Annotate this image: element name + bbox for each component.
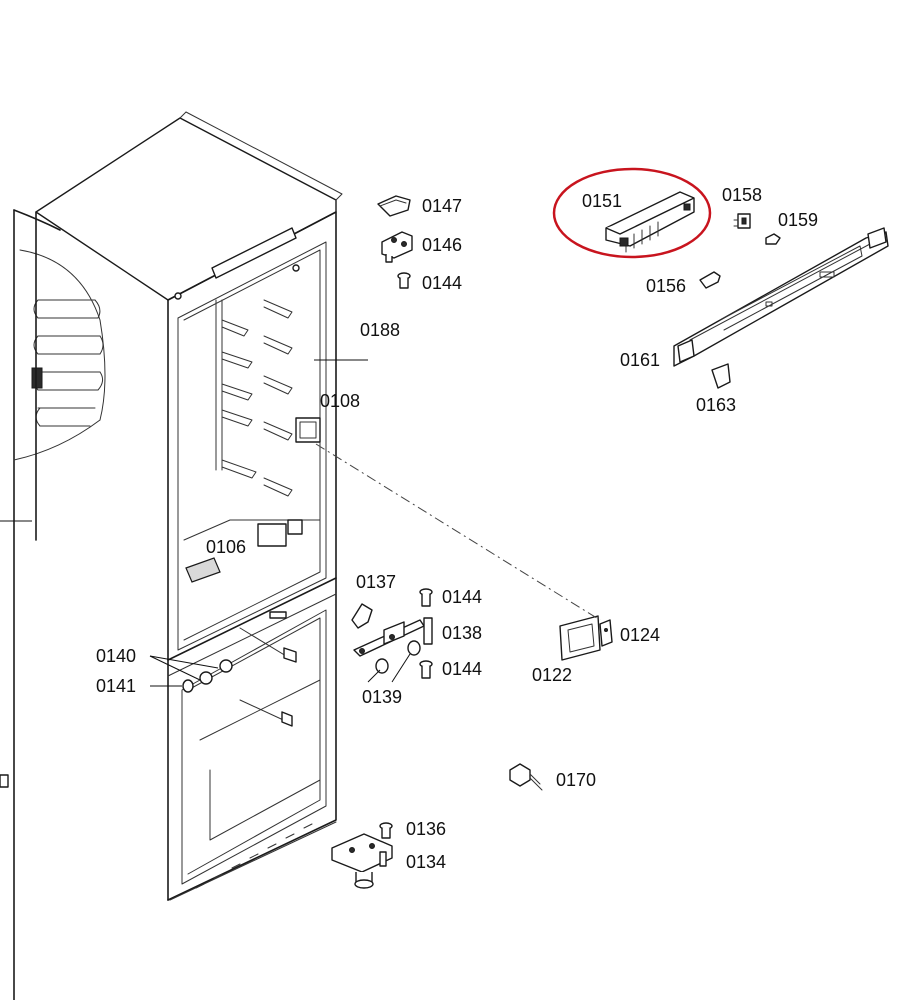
part-0161-light-housing	[673, 227, 889, 367]
part-labels: 0147 0146 0144 0188 0108 0106 0151 0158 …	[96, 185, 818, 872]
label-0122: 0122	[532, 665, 572, 685]
label-0108: 0108	[320, 391, 360, 411]
label-0134: 0134	[406, 852, 446, 872]
label-0106: 0106	[206, 537, 246, 557]
label-0137: 0137	[356, 572, 396, 592]
part-0134-bottom-hinge	[331, 833, 393, 889]
part-0137	[351, 603, 373, 629]
part-0147-pad	[377, 195, 411, 217]
label-0144-mid-a: 0144	[442, 587, 482, 607]
part-0122-cover	[559, 615, 601, 661]
part-0146-bracket	[381, 231, 413, 263]
label-0140: 0140	[96, 646, 136, 666]
part-0170-sensor	[509, 763, 543, 791]
part-0151-control-module	[605, 191, 695, 253]
label-0161: 0161	[620, 350, 660, 370]
part-0159	[765, 233, 781, 245]
part-0138-hinge	[353, 617, 433, 657]
part-0124	[599, 619, 613, 647]
label-0136: 0136	[406, 819, 446, 839]
label-0146: 0146	[422, 235, 462, 255]
label-0139: 0139	[362, 687, 402, 707]
label-0188: 0188	[360, 320, 400, 340]
label-0151: 0151	[582, 191, 622, 211]
part-0136-screw	[379, 822, 393, 839]
highlight-ring	[552, 167, 712, 259]
label-0158: 0158	[722, 185, 762, 205]
leader-lines	[149, 359, 601, 687]
part-0158	[733, 213, 751, 229]
label-0147: 0147	[422, 196, 462, 216]
label-0159: 0159	[778, 210, 818, 230]
label-0170: 0170	[556, 770, 596, 790]
label-0141: 0141	[96, 676, 136, 696]
label-0138: 0138	[442, 623, 482, 643]
part-0144-screw-mid-b	[419, 660, 433, 679]
part-0156	[699, 271, 721, 289]
shelf-supports	[221, 299, 293, 497]
label-0144-top: 0144	[422, 273, 462, 293]
label-0124: 0124	[620, 625, 660, 645]
side-cabinet-view	[0, 209, 106, 1000]
label-0163: 0163	[696, 395, 736, 415]
part-0144-screw-mid-a	[419, 588, 433, 607]
part-0144-screw-top	[397, 272, 411, 289]
part-0163	[711, 363, 731, 389]
evaporator-coil	[31, 299, 104, 427]
fridge-cabinet	[35, 111, 343, 901]
label-0144-mid-b: 0144	[442, 659, 482, 679]
part-0141-cap	[182, 679, 194, 693]
part-0139-washers	[375, 640, 421, 674]
part-0140-pins	[199, 659, 233, 685]
label-0156: 0156	[646, 276, 686, 296]
